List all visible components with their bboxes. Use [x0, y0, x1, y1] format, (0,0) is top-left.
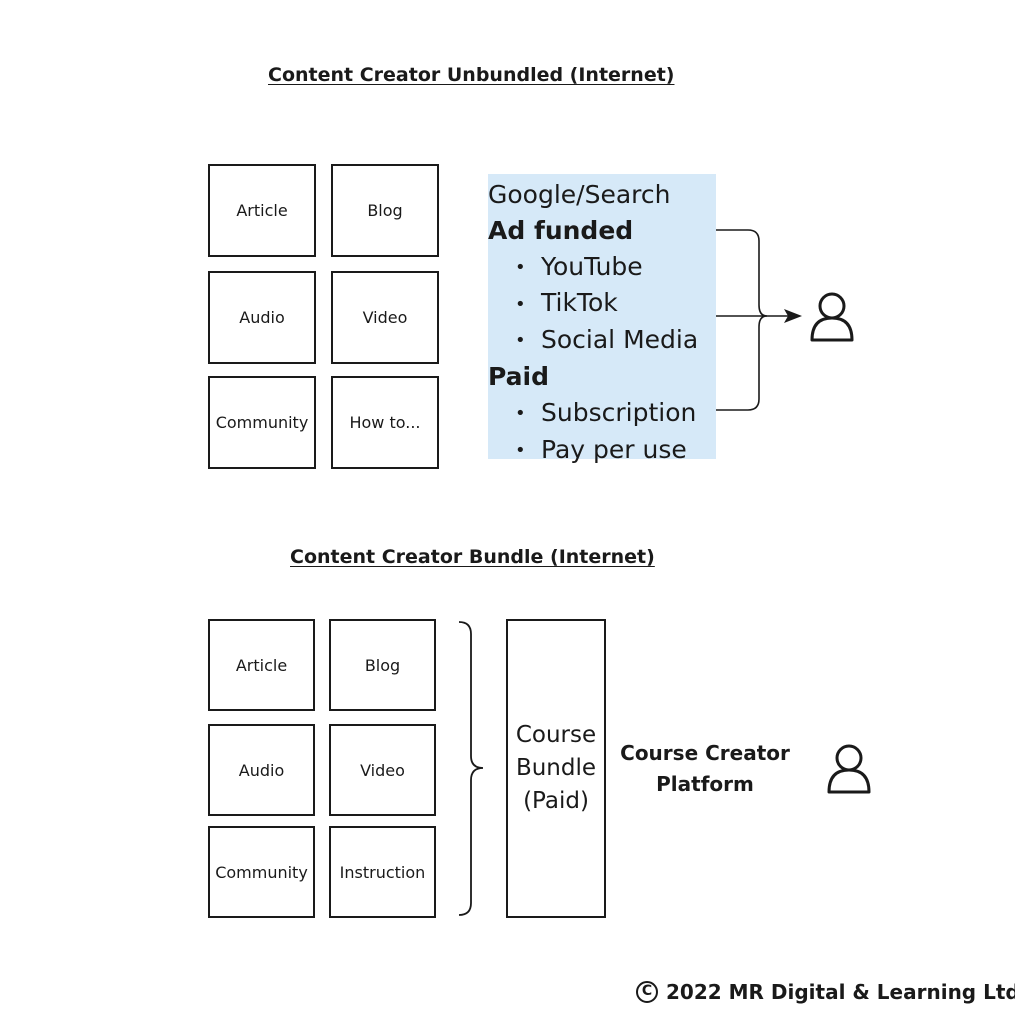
panel-group-ad-funded: Ad funded: [488, 215, 634, 245]
bottom-box-video: Video: [329, 724, 436, 816]
user-icon: [827, 744, 871, 794]
monetization-panel: Google/Search Ad funded •YouTube •TikTok…: [488, 174, 716, 464]
course-creator-platform-label: Course Creator Platform: [620, 741, 790, 796]
panel-item: •Social Media: [515, 325, 699, 355]
bottom-box-blog: Blog: [329, 619, 436, 711]
course-bundle-box: Course Bundle (Paid): [506, 619, 606, 918]
user-icon: [810, 292, 854, 342]
bottom-curly-brace: [458, 621, 484, 916]
top-box-how-to: How to...: [331, 376, 439, 469]
copyright-icon: C: [636, 981, 658, 1003]
panel-item: •Subscription: [515, 398, 697, 428]
bottom-box-community: Community: [208, 826, 315, 918]
bottom-box-article: Article: [208, 619, 315, 711]
top-box-audio: Audio: [208, 271, 316, 364]
top-box-blog: Blog: [331, 164, 439, 257]
panel-heading: Google/Search: [488, 180, 671, 209]
top-section-title: Content Creator Unbundled (Internet): [268, 64, 675, 86]
panel-item: •YouTube: [515, 251, 643, 281]
bottom-box-instruction: Instruction: [329, 826, 436, 918]
course-bundle-line: Bundle: [515, 755, 597, 781]
bottom-section-title: Content Creator Bundle (Internet): [290, 546, 655, 568]
panel-group-paid: Paid: [488, 362, 549, 392]
copyright-notice: C 2022 MR Digital & Learning Ltd: [636, 980, 1015, 1004]
top-bracket-connector: [716, 229, 768, 411]
copyright-text: 2022 MR Digital & Learning Ltd: [666, 980, 1015, 1004]
panel-item: •TikTok: [515, 288, 618, 318]
bottom-box-audio: Audio: [208, 724, 315, 816]
top-arrow-head: [784, 309, 802, 323]
top-box-article: Article: [208, 164, 316, 257]
panel-item: •Pay per use: [515, 434, 687, 464]
top-box-community: Community: [208, 376, 316, 469]
top-box-video: Video: [331, 271, 439, 364]
course-bundle-line: Course: [515, 722, 597, 748]
course-bundle-line: (Paid): [523, 788, 589, 814]
